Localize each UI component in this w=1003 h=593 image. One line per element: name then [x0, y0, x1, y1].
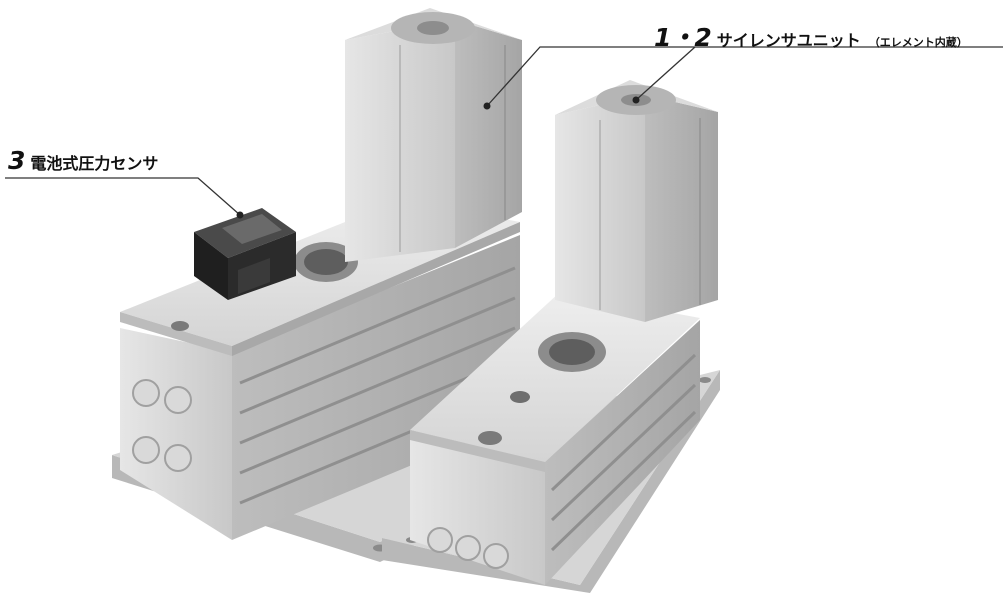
sensor-front [194, 232, 228, 300]
right-top-plate [410, 292, 700, 462]
right-silencer-unit [382, 80, 720, 593]
left-body-front [120, 328, 232, 540]
right-body-fins [550, 353, 697, 552]
left-front-caps [132, 379, 192, 472]
right-small-port [510, 391, 530, 403]
right-port-inner [549, 339, 595, 365]
right-small-port-2 [478, 431, 502, 445]
silencer-unit-callout: 1・2 サイレンサユニット （エレメント内蔵） [654, 18, 968, 54]
leader-dots [236, 96, 640, 219]
silencer-callout-label: サイレンサユニット [716, 31, 861, 50]
left-tower-side [455, 20, 522, 248]
left-small-port [171, 321, 189, 331]
leader-lines [5, 46, 1003, 216]
silencer-callout-note: （エレメント内蔵） [868, 36, 968, 49]
left-tower-grille-center [417, 21, 449, 35]
right-base-flange [382, 370, 720, 593]
sensor-callout-number: 3 [8, 146, 25, 175]
right-base-hole-back [699, 377, 711, 383]
left-top-plate-edge [120, 312, 232, 356]
sensor-callout-label: 電池式圧力センサ [30, 154, 159, 173]
right-front-caps [427, 527, 509, 569]
left-port-inner [304, 249, 348, 275]
left-top-plate-edge-side [232, 222, 520, 356]
pressure-sensor-callout: 3 電池式圧力センサ [8, 146, 158, 175]
pressure-sensor [194, 208, 296, 300]
right-top-plate-edge [410, 430, 545, 472]
sensor-display [222, 214, 282, 244]
right-tower-side [645, 95, 718, 322]
left-silencer-unit [112, 8, 600, 562]
silencer-callout-number: 1・2 [654, 23, 712, 52]
sensor-panel [238, 258, 270, 294]
